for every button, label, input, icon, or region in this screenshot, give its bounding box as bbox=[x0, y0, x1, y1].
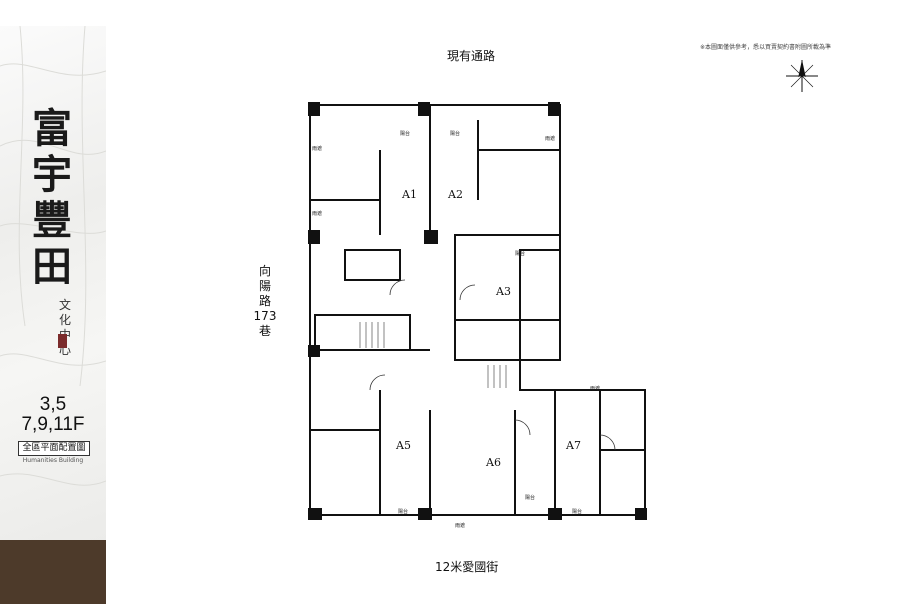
brand-char: 田 bbox=[32, 243, 72, 290]
compass-icon bbox=[786, 60, 818, 92]
balcony-label: 陽台 bbox=[525, 495, 536, 501]
footer-band bbox=[0, 540, 106, 604]
rain-shelter-label: 雨遮 bbox=[312, 211, 323, 217]
sidebar-panel: 富 宇 豐 田 文化中心 3,5 7,9,11F 全區平面配置圖 Humanit… bbox=[0, 26, 106, 604]
unit-label-a1: A1 bbox=[402, 188, 417, 201]
balcony-label: 陽台 bbox=[398, 509, 409, 515]
rain-shelter-label: 雨遮 bbox=[545, 136, 556, 142]
balcony-label: 陽台 bbox=[400, 131, 411, 137]
rain-shelter-label: 雨遮 bbox=[455, 523, 466, 529]
side-road-label: 向 陽 路 173 巷 bbox=[252, 264, 278, 339]
floor-plan-drawing bbox=[308, 102, 647, 520]
unit-label-a7: A7 bbox=[566, 439, 581, 452]
english-label: Humanities Building bbox=[22, 457, 84, 464]
brand-char: 宇 bbox=[32, 151, 72, 198]
unit-label-a2: A2 bbox=[448, 188, 463, 201]
plan-label: 全區平面配置圖 bbox=[18, 441, 90, 456]
unit-label-a6: A6 bbox=[486, 456, 501, 469]
unit-label-a3: A3 bbox=[496, 285, 511, 298]
floors-line-1: 3,5 bbox=[39, 394, 67, 415]
brand-title: 富 宇 豐 田 bbox=[26, 106, 78, 290]
balcony-label: 陽台 bbox=[450, 131, 461, 137]
disclaimer-note: ※本圖面僅供參考，悉以買賣契約書附圖所載為準 bbox=[700, 44, 832, 51]
floor-plan: A1 A2 A3 A5 A6 A7 陽台 陽台 陽台 陽台 陽台 陽台 雨遮 雨… bbox=[290, 90, 680, 540]
wood-grain-texture bbox=[0, 26, 106, 486]
brand-char: 豐 bbox=[32, 197, 72, 244]
side-road-char: 路 bbox=[258, 294, 271, 308]
brand-char: 富 bbox=[32, 105, 72, 152]
unit-label-a5: A5 bbox=[396, 439, 411, 452]
floors-line-2: 7,9,11F bbox=[21, 414, 85, 435]
side-road-char: 巷 bbox=[258, 324, 271, 338]
side-road-char: 173 bbox=[253, 309, 277, 323]
balcony-label: 陽台 bbox=[515, 251, 526, 257]
bottom-road-label: 12米愛國街 bbox=[435, 560, 499, 574]
side-road-char: 陽 bbox=[258, 279, 271, 293]
brand-subtitle: 文化中心 bbox=[58, 298, 71, 357]
rain-shelter-label: 雨遮 bbox=[312, 146, 323, 152]
side-road-char: 向 bbox=[258, 264, 271, 278]
seal-stamp bbox=[58, 334, 67, 348]
top-road-label: 現有通路 bbox=[447, 49, 496, 63]
balcony-label: 陽台 bbox=[572, 509, 583, 515]
rain-shelter-label: 雨遮 bbox=[590, 386, 601, 392]
